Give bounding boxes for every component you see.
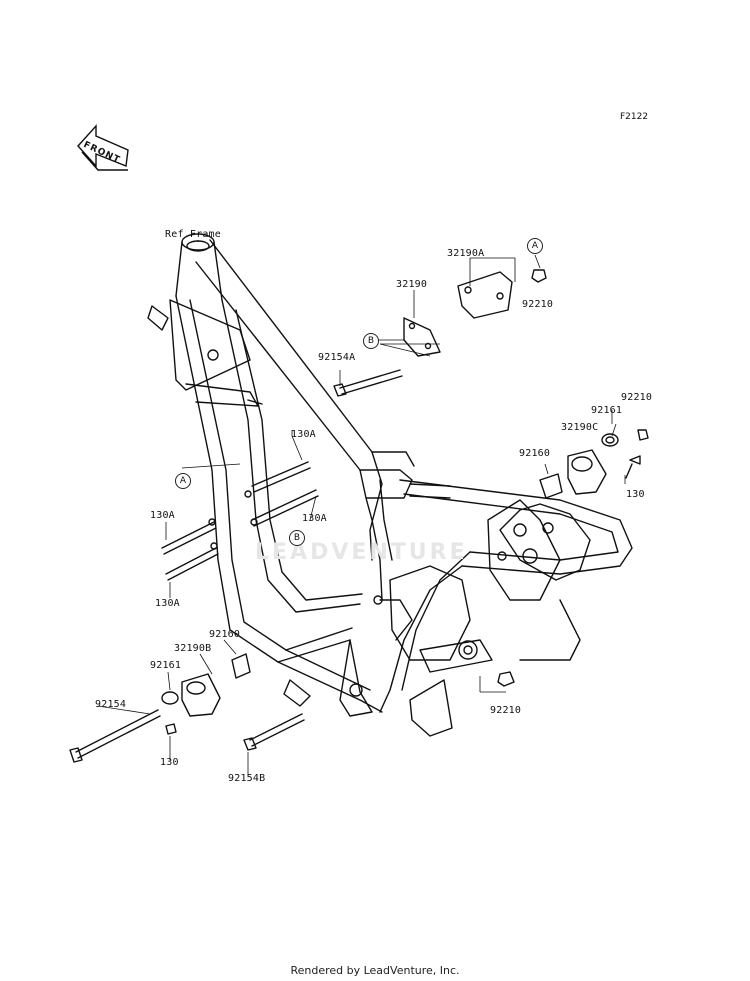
label-92160-right: 92160 (519, 448, 551, 459)
label-92210-top: 92210 (522, 299, 554, 310)
label-92160-left: 92160 (209, 629, 241, 640)
label-92154: 92154 (95, 699, 127, 710)
leader-lines (97, 240, 626, 776)
label-92210-bottom: 92210 (490, 705, 522, 716)
callout-a-left: A (175, 473, 191, 489)
nut-92210-bottom (497, 671, 515, 687)
bolts-130A (161, 461, 319, 581)
label-ref-frame: Ref.Frame (165, 229, 221, 240)
footer-credit: Rendered by LeadVenture, Inc. (290, 964, 460, 977)
label-130A-left1: 130A (150, 510, 175, 521)
label-130A-top: 130A (291, 429, 316, 440)
label-92161-right: 92161 (591, 405, 623, 416)
cross-tubes (247, 399, 451, 561)
watermark: LEADVENTURE (255, 540, 468, 565)
callout-b-mid: B (289, 530, 305, 546)
label-32190C: 32190C (561, 422, 599, 433)
label-130-right: 130 (626, 489, 645, 500)
label-32190A: 32190A (447, 248, 485, 259)
bracket-32190A (457, 271, 513, 319)
cradle-rails (277, 639, 383, 717)
label-32190B: 32190B (174, 643, 212, 654)
bolt-92154B (243, 713, 305, 751)
mount-32190C (539, 429, 649, 499)
label-92154B: 92154B (228, 773, 266, 784)
nut-92210-top (531, 269, 547, 283)
top-tube (195, 239, 415, 499)
front-arrow-icon (77, 124, 129, 171)
figure-id: F2122 (620, 112, 649, 122)
label-130A-mid: 130A (302, 513, 327, 524)
bracket-32190 (403, 317, 441, 357)
head-gusset (169, 299, 259, 407)
callout-b-top: B (363, 333, 379, 349)
mount-32190B (161, 653, 251, 735)
down-tubes (175, 295, 363, 663)
label-130A-left2: 130A (155, 598, 180, 609)
bolt-92154A (333, 369, 403, 397)
callout-a-top: A (527, 238, 543, 254)
label-92154A: 92154A (318, 352, 356, 363)
label-130-left: 130 (160, 757, 179, 768)
label-92210-right: 92210 (621, 392, 653, 403)
bolt-92154 (69, 709, 161, 763)
engine-mount-area (373, 565, 493, 737)
label-32190: 32190 (396, 279, 428, 290)
rear-frame (365, 479, 633, 713)
label-92161-left: 92161 (150, 660, 182, 671)
